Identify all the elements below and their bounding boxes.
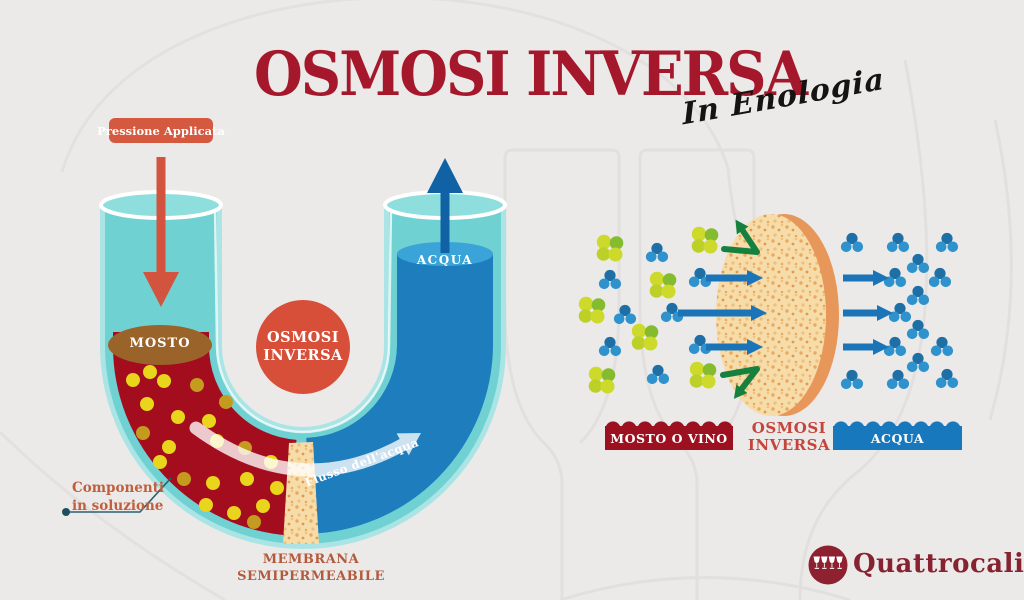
membrane-label-line1: MEMBRANA: [262, 552, 360, 567]
pressure-down-arrow-icon: [143, 157, 179, 307]
brand-name: Quattrocalici: [853, 549, 1024, 579]
acqua-box-wave: [833, 419, 962, 429]
osmosi-inversa-badge: OSMOSI INVERSA: [256, 300, 350, 394]
solutes-label-line2: in soluzione: [72, 498, 164, 514]
mini-wine-glass-icon: [813, 556, 820, 569]
solutes-label: Componenti in soluzione: [72, 479, 164, 515]
solute-dot: [270, 481, 284, 495]
badge-line1: OSMOSI: [266, 329, 340, 346]
water-surface-ellipse: [397, 242, 493, 266]
mini-wine-glass-icon: [836, 556, 843, 569]
membrane-filtration-diagram: [578, 214, 959, 416]
mosto-box-wave: [605, 419, 733, 429]
solute-molecule-icon: [631, 323, 659, 351]
water-molecule-icon: [935, 368, 959, 389]
membrane-label: MEMBRANA SEMIPERMEABILE: [228, 551, 394, 585]
solute-dot: [126, 373, 140, 387]
solute-molecule-icon: [691, 226, 719, 254]
solute-dot: [162, 440, 176, 454]
water-flow-arrow: [189, 421, 421, 477]
mosto-surface-ellipse: [108, 325, 212, 365]
caption-line2: INVERSA: [747, 435, 831, 454]
water-up-arrow-icon: [427, 158, 463, 253]
solute-dot: [199, 498, 213, 512]
solute-reject-arrow-icon: [721, 219, 760, 255]
water-molecule-icon: [886, 232, 910, 253]
solute-reject-arrow-icon: [720, 366, 760, 399]
acqua-box-label: ACQUA: [870, 430, 925, 446]
quattrocalici-logo-icon: [808, 545, 848, 585]
mosto-o-vino-label: MOSTO O VINO: [610, 430, 728, 446]
solutes-leader-line: [62, 477, 172, 516]
water-molecule-icon: [840, 232, 864, 253]
water-molecule-icon: [645, 242, 669, 263]
u-tube: [62, 157, 507, 549]
solute-dot: [190, 378, 204, 392]
membrane-label-line2: SEMIPERMEABILE: [237, 569, 385, 584]
leader-line: [66, 477, 172, 513]
solute-reject-arrows-group: [720, 219, 760, 399]
solute-molecule-icon: [588, 366, 616, 394]
solute-molecule-icon: [689, 361, 717, 389]
solute-dot: [140, 397, 154, 411]
caption-line1: OSMOSI: [751, 419, 827, 437]
water-molecule-icon: [935, 232, 959, 253]
water-molecule-icon: [930, 336, 954, 357]
solute-dot: [227, 506, 241, 520]
pressure-applied-text: Pressione Applicata: [97, 123, 225, 138]
water-molecule-icon: [928, 267, 952, 288]
acqua-label: ACQUA: [416, 253, 474, 267]
water-molecule-icon: [883, 267, 907, 288]
solute-dot: [240, 472, 254, 486]
water-molecule-icon: [883, 336, 907, 357]
mosto-box-body: [605, 426, 733, 450]
osmosi-inversa-caption: OSMOSI INVERSA: [744, 420, 834, 453]
solute-molecule-icon: [578, 296, 606, 324]
badge-line2: INVERSA: [263, 347, 343, 364]
mosto-label: MOSTO: [129, 336, 191, 351]
solute-molecule-icon: [649, 271, 677, 299]
water-molecule-icon: [646, 364, 670, 385]
water-molecule-icon: [886, 369, 910, 390]
water-molecule-icon: [840, 369, 864, 390]
acqua-box: ACQUA: [833, 419, 962, 450]
pressure-applied-label: Pressione Applicata: [97, 118, 225, 143]
solute-dot: [219, 395, 233, 409]
membrane-disk-face: [716, 214, 826, 416]
tube-inner-highlight: [213, 204, 393, 434]
must-liquid: [113, 332, 298, 536]
solute-dot: [143, 365, 157, 379]
solute-dot: [247, 515, 261, 529]
water-pass-arrows-group: [678, 270, 893, 355]
solute-dot: [256, 499, 270, 513]
semipermeable-membrane-wedge: [283, 442, 319, 544]
water-molecule-icon: [906, 352, 930, 373]
solute-dot: [171, 410, 185, 424]
solutes-label-line1: Componenti: [72, 480, 165, 496]
mini-wine-glass-icon: [828, 556, 836, 569]
water-molecule-icon: [906, 319, 930, 340]
water-molecule-icon: [613, 304, 637, 325]
solute-dot: [136, 426, 150, 440]
acqua-box-body: [833, 426, 962, 450]
solute-dot: [153, 455, 167, 469]
leader-dot: [62, 508, 70, 516]
page-title: OSMOSI INVERSA: [254, 38, 808, 110]
solute-dot: [177, 472, 191, 486]
solute-dot: [206, 476, 220, 490]
solute-dot: [157, 374, 171, 388]
mini-wine-glass-icon: [821, 556, 828, 569]
solute-dot: [202, 414, 216, 428]
mosto-o-vino-box: MOSTO O VINO: [605, 419, 733, 450]
four-glasses-icon: [813, 556, 843, 569]
solute-molecule-icon: [596, 234, 624, 262]
water-molecule-icon: [888, 302, 912, 323]
